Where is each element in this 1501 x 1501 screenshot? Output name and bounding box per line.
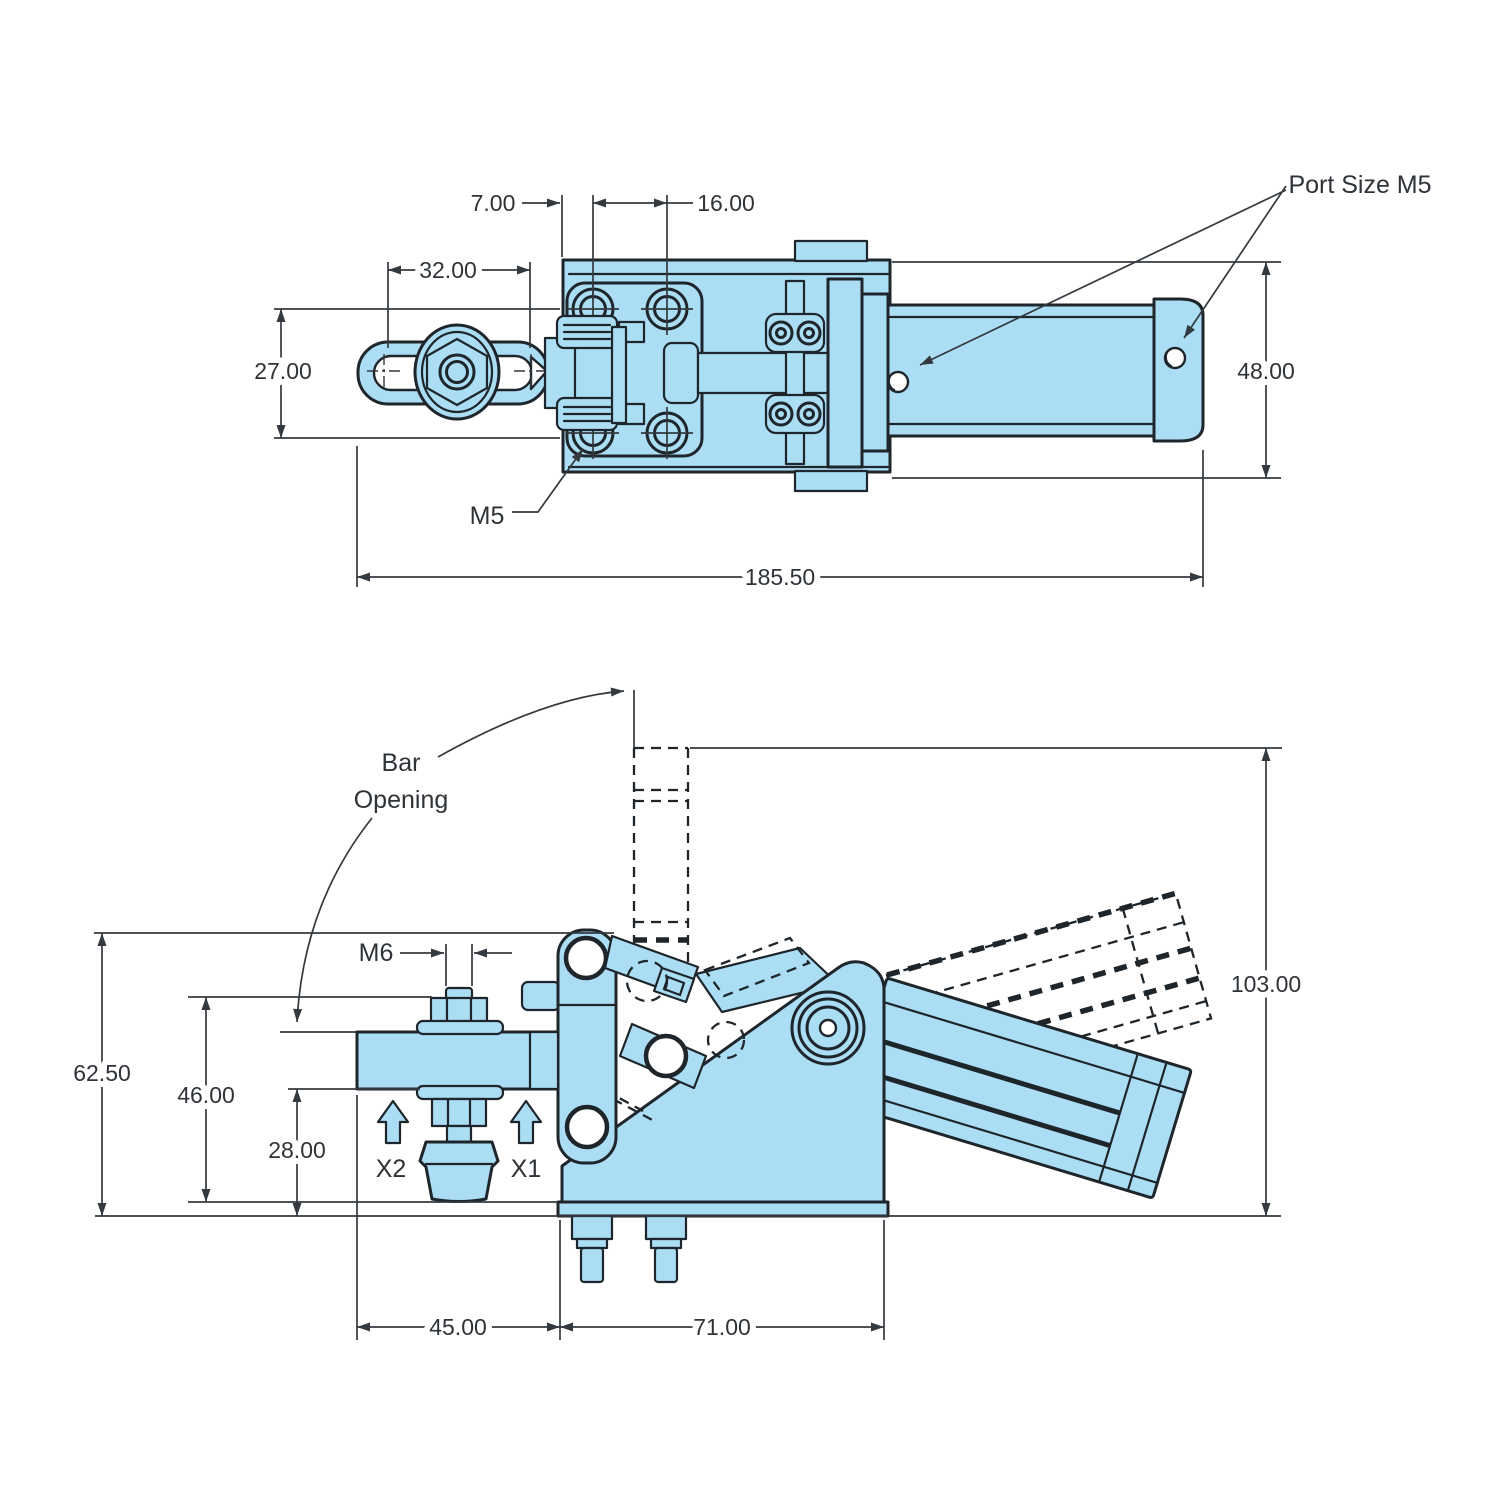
top-view: 7.00 16.00 32.00 27.00 48.00 185.50 M5 (248, 171, 1431, 596)
port-leader-b (1183, 185, 1287, 339)
sensor-tab-top (793, 239, 869, 263)
piston-rod (696, 351, 830, 395)
up-arrow-icon (509, 1099, 543, 1145)
port-x2-label: X2 (376, 1155, 407, 1183)
side-view: X2 X1 Bar Opening M6 62.50 (67, 687, 1307, 1346)
up-arrow-icon (376, 1099, 410, 1145)
dim-label-46: 46.00 (177, 1082, 235, 1108)
nut-bottom (430, 1097, 488, 1128)
bar (355, 1030, 560, 1091)
dimensions-side: Bar Opening M6 62.50 46.00 28.00 103.0 (67, 687, 1307, 1346)
bolt (570, 1214, 614, 1284)
stud-bottom (445, 1124, 473, 1145)
port-size-callout: Port Size M5 (1288, 171, 1431, 199)
arm-centerline-marks (367, 354, 548, 388)
bar-opening-arc-lower (293, 817, 373, 1023)
hidden-linkage-dashed (589, 1080, 657, 1124)
clamp-foot (418, 1140, 500, 1203)
dimensions-top: 7.00 16.00 32.00 27.00 48.00 185.50 M5 (248, 171, 1431, 596)
clevis-plate (610, 325, 628, 425)
toggle-linkage (520, 928, 746, 1165)
lever-arm-ghost-dashed (703, 936, 811, 998)
link-pin-hole-bottom (564, 1104, 610, 1150)
thread-callout-m6: M6 (359, 939, 394, 967)
port-x1-label: X1 (511, 1155, 542, 1183)
roller (662, 975, 686, 997)
dim-label-27: 27.00 (254, 358, 312, 384)
spindle-assembly (413, 323, 501, 421)
clevis-and-rod (543, 277, 890, 469)
spindle-side (415, 986, 505, 1203)
bar-opening-arc-upper (437, 687, 625, 758)
bar-opening-label-2: Opening (354, 786, 449, 814)
spindle-thread-inner (445, 360, 469, 384)
cylinder-side (847, 977, 1193, 1199)
dim-label-32: 32.00 (419, 257, 477, 283)
bar-opening-label-1: Bar (382, 749, 421, 777)
mount-hole (641, 407, 693, 459)
washer-top (415, 1019, 505, 1036)
cylinder-top (793, 239, 1205, 493)
mid-link-hole (643, 1033, 689, 1079)
bolt (644, 1214, 688, 1284)
pin-ghost-dashed (706, 1020, 746, 1060)
link-pin-hole-top (563, 935, 609, 981)
dim-label-103: 103.00 (1231, 971, 1301, 997)
dim-label-7: 7.00 (471, 190, 516, 216)
port-leader-a (919, 189, 1287, 366)
bar-end-cap (528, 1030, 560, 1091)
port-hole-front (886, 370, 910, 394)
washer-bottom (415, 1084, 505, 1101)
spindle-boss-ring (420, 330, 494, 414)
dim-label-48: 48.00 (1237, 358, 1295, 384)
spindle-thread-outer (438, 353, 476, 391)
dim-label-45: 45.00 (429, 1314, 487, 1340)
dim-label-185-5: 185.50 (745, 564, 815, 590)
clamp-bar-side: X2 X1 (280, 986, 560, 1203)
slot-taper (529, 355, 549, 391)
cylinder-tube (886, 303, 1156, 438)
thread-callout-m5: M5 (470, 502, 505, 530)
port-hole-end (1163, 346, 1187, 370)
rod-collar (662, 341, 700, 405)
base-plate (556, 1200, 890, 1218)
roller-clevis (652, 966, 696, 1004)
flange-plate-a (826, 277, 864, 469)
body-triangle (560, 960, 886, 1204)
arm-ear-upper (520, 980, 562, 1012)
hex-nut (425, 337, 489, 407)
pivot-boss (790, 990, 866, 1066)
dim-label-71: 71.00 (693, 1314, 751, 1340)
flange-plate-b (860, 292, 890, 453)
mounting-bolts (570, 1214, 688, 1284)
m5-leader (512, 448, 584, 513)
dim-label-28: 28.00 (268, 1137, 326, 1163)
sensor-tab-bottom (793, 469, 869, 493)
dim-label-62-5: 62.50 (73, 1060, 131, 1086)
bolt-slot-top (764, 312, 826, 354)
roller-ghost-dashed (625, 959, 669, 1003)
guide-plate (784, 279, 806, 466)
bolt-slot-bottom (764, 393, 826, 435)
dim-label-16: 16.00 (697, 190, 755, 216)
